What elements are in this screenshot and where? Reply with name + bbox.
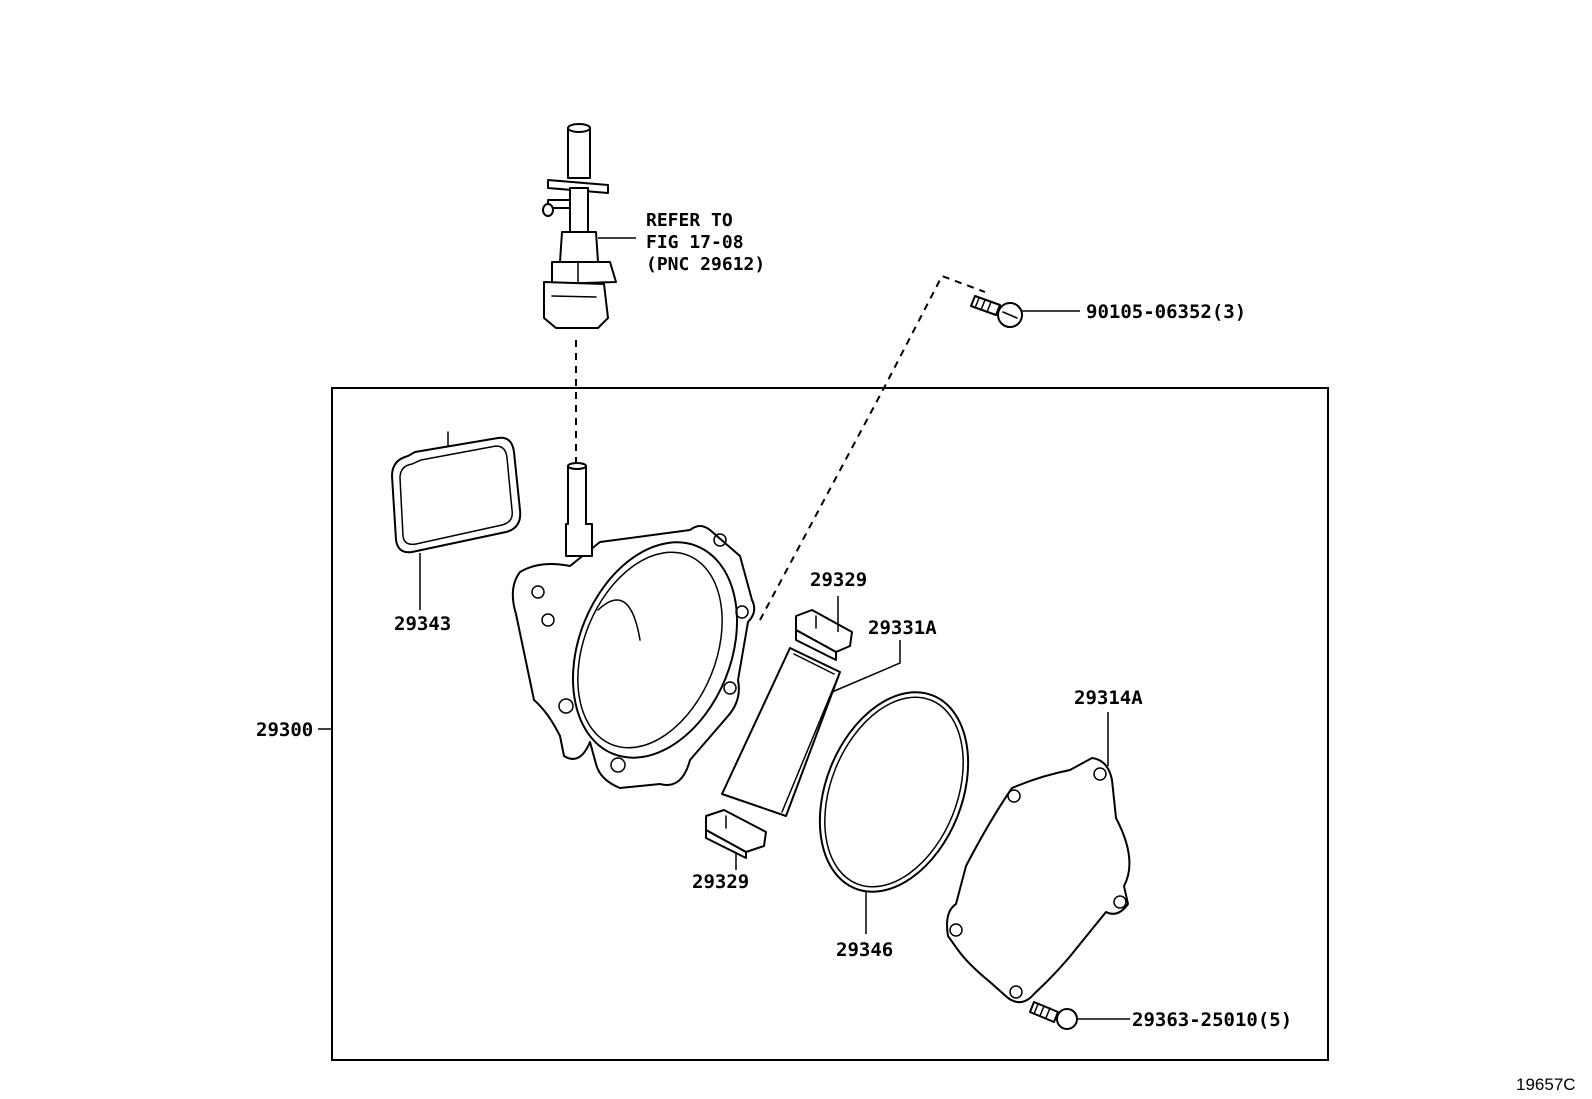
label-vane-top: 29329: [810, 569, 867, 591]
label-gasket: 29343: [394, 613, 451, 635]
rotor-leader-line: [831, 640, 901, 693]
cover-part: [946, 757, 1131, 1004]
label-bolt-bottom: 29363-25010(5): [1132, 1009, 1292, 1031]
o-ring-part: [818, 691, 970, 893]
label-assembly: 29300: [256, 719, 313, 741]
rotor-part: [721, 647, 841, 817]
refer-note-line2: FIG 17-08: [646, 232, 744, 253]
vane-bottom-part: [705, 809, 767, 859]
label-rotor: 29331A: [868, 617, 937, 639]
gasket-part: [391, 431, 522, 554]
hose-fitting-part: [542, 123, 617, 329]
bolt-bottom-part: [1029, 1001, 1078, 1030]
label-o-ring: 29346: [836, 939, 893, 961]
bolt-top-part: [970, 295, 1023, 328]
label-cover: 29314A: [1074, 687, 1143, 709]
vane-top-part: [795, 609, 853, 661]
refer-note-line3: (PNC 29612): [646, 254, 765, 275]
label-bolt-top: 90105-06352(3): [1086, 301, 1246, 323]
bolt-connector-dashed-line: [759, 274, 986, 621]
label-vane-bottom: 29329: [692, 871, 749, 893]
refer-note-line1: REFER TO: [646, 210, 733, 231]
pump-housing-part: [511, 462, 756, 789]
figure-code: 19657C: [1516, 1075, 1576, 1094]
assembly-frame: [331, 387, 1329, 1061]
